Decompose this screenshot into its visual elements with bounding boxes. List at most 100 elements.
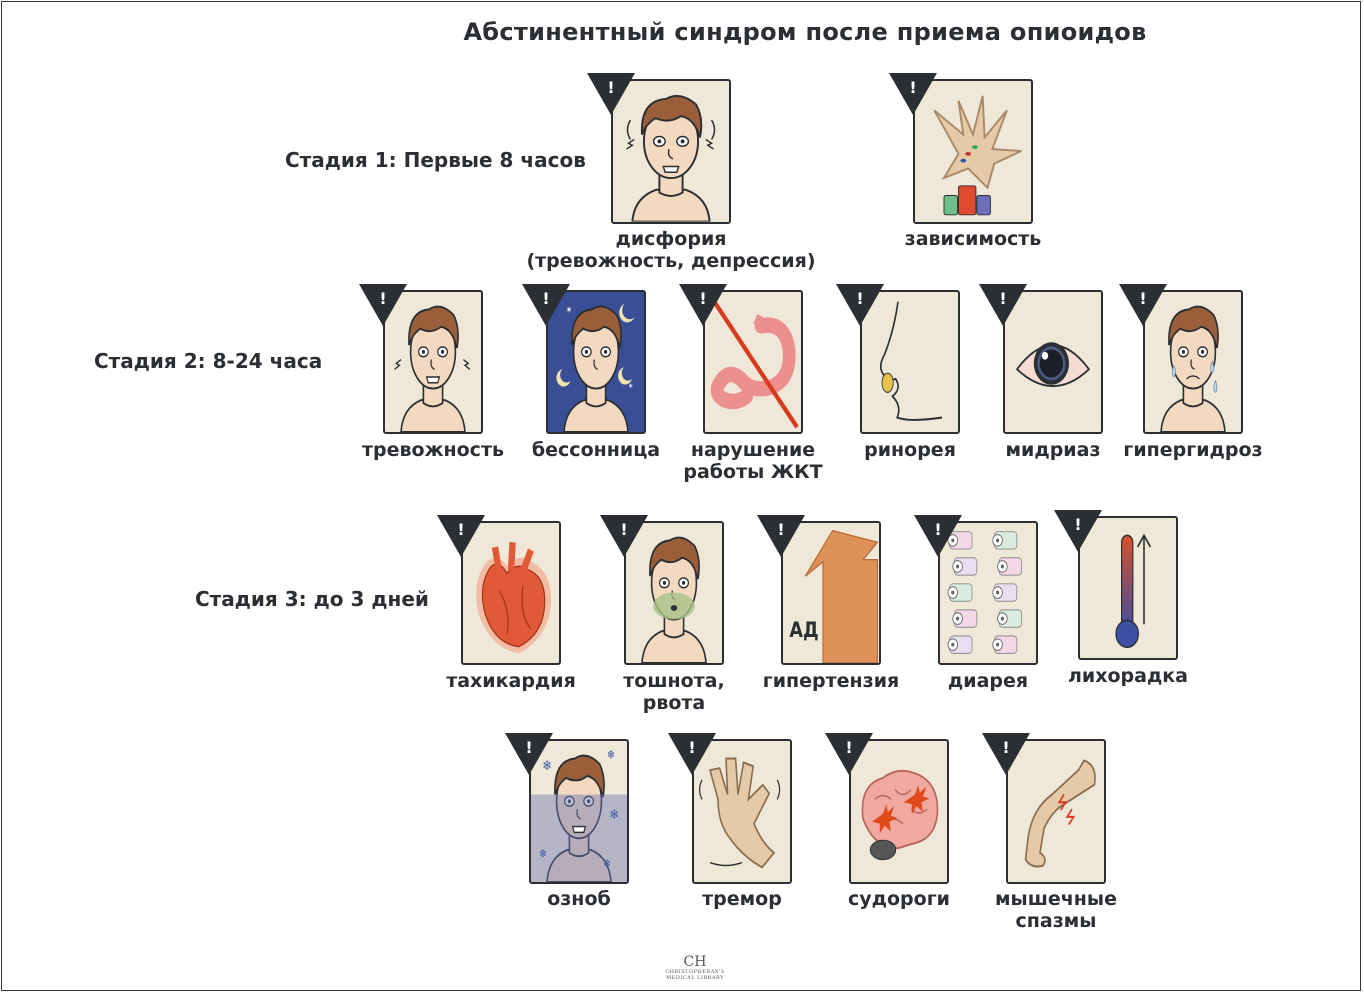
card-fever: ! bbox=[1054, 510, 1178, 660]
warning-icon: ! bbox=[679, 284, 727, 326]
svg-text:!: ! bbox=[1002, 738, 1009, 757]
nauseous-face-icon bbox=[624, 521, 724, 665]
arm-spasm-icon bbox=[1006, 739, 1106, 884]
svg-text:!: ! bbox=[845, 738, 852, 757]
svg-text:!: ! bbox=[607, 78, 614, 97]
toilet-paper-icon bbox=[938, 521, 1038, 665]
warning-icon: ! bbox=[836, 284, 884, 326]
card-tremor: ! bbox=[668, 733, 792, 884]
label-diarrhea: диарея bbox=[947, 670, 1029, 692]
svg-text:❄: ❄ bbox=[539, 847, 547, 861]
card-nausea: ! bbox=[600, 515, 724, 665]
warning-icon: ! bbox=[600, 515, 648, 557]
insomnia-face-icon: ✶✶ bbox=[546, 290, 646, 434]
warning-icon: ! bbox=[979, 284, 1027, 326]
toilet-roll bbox=[947, 635, 973, 654]
svg-text:❄: ❄ bbox=[542, 757, 551, 773]
card-dependence: ! bbox=[889, 73, 1033, 224]
svg-text:❄: ❄ bbox=[609, 806, 618, 822]
anxious-face-icon bbox=[383, 290, 483, 434]
hand-pills-icon bbox=[913, 79, 1033, 224]
crossed-stomach-icon bbox=[703, 290, 803, 434]
dilated-eye-icon bbox=[1003, 290, 1103, 434]
label-tachycardia: тахикардия bbox=[446, 670, 576, 692]
svg-text:✶: ✶ bbox=[628, 381, 633, 391]
heart-icon bbox=[461, 521, 561, 665]
label-line: дисфория bbox=[615, 228, 727, 250]
label-line: рвота bbox=[642, 692, 706, 714]
card-dysphoria: ! bbox=[587, 73, 731, 224]
card-chills: ❄ ❄ ❄ ❄ ❄ ! bbox=[505, 733, 629, 884]
label-line: спазмы bbox=[1015, 910, 1097, 932]
warning-icon: ! bbox=[359, 284, 407, 326]
anxious-face-icon bbox=[611, 79, 731, 224]
warning-icon: ! bbox=[437, 515, 485, 557]
label-rhinorrhea: ринорея bbox=[864, 439, 956, 461]
svg-text:!: ! bbox=[620, 520, 627, 539]
svg-text:!: ! bbox=[542, 289, 549, 308]
label-line: тошнота, bbox=[623, 670, 725, 692]
label-chills: озноб bbox=[547, 888, 611, 910]
svg-text:!: ! bbox=[999, 289, 1006, 308]
logo-line: CHRISTOPHERAX'S bbox=[665, 969, 725, 975]
card-tachycardia: ! bbox=[437, 515, 561, 665]
card-mydriasis: ! bbox=[979, 284, 1103, 434]
label-line: (тревожность, депрессия) bbox=[526, 250, 816, 272]
sweating-face-icon bbox=[1143, 290, 1243, 434]
logo: CH CHRISTOPHERAX'S MEDICAL LIBRARY bbox=[655, 955, 735, 981]
svg-text:❄: ❄ bbox=[603, 856, 611, 870]
svg-text:!: ! bbox=[457, 520, 464, 539]
toilet-roll bbox=[947, 531, 973, 550]
label-anxiety: тревожность bbox=[362, 439, 504, 461]
stage-2-label: Стадия 2: 8-24 часа bbox=[94, 349, 323, 373]
stage-1-label: Стадия 1: Первые 8 часов bbox=[285, 148, 586, 172]
toilet-roll bbox=[992, 635, 1018, 654]
card-hypertension: АД ! bbox=[757, 515, 881, 665]
label-tremor: тремор bbox=[702, 888, 782, 910]
svg-text:!: ! bbox=[699, 289, 706, 308]
svg-text:!: ! bbox=[777, 520, 784, 539]
warning-icon: ! bbox=[1054, 510, 1102, 552]
label-seizures: судороги bbox=[848, 888, 950, 910]
label-line: мышечные bbox=[994, 888, 1117, 910]
label-line: работы ЖКТ bbox=[683, 461, 823, 483]
card-rhinorrhea: ! bbox=[836, 284, 960, 434]
stage-3-label: Стадия 3: до 3 дней bbox=[195, 587, 429, 611]
card-gi-dysfunction: ! bbox=[679, 284, 803, 434]
label-line: нарушение bbox=[690, 439, 816, 461]
svg-text:❄: ❄ bbox=[607, 748, 615, 762]
svg-text:!: ! bbox=[525, 738, 532, 757]
toilet-roll bbox=[997, 609, 1022, 628]
warning-icon: ! bbox=[914, 515, 962, 557]
svg-text:✶: ✶ bbox=[566, 306, 573, 317]
trembling-hand-icon bbox=[692, 739, 792, 884]
page-title: Абстинентный синдром после приема опиоид… bbox=[463, 18, 1147, 46]
svg-text:!: ! bbox=[379, 289, 386, 308]
rising-arrow-icon: АД bbox=[781, 521, 881, 665]
logo-monogram: CH bbox=[683, 954, 707, 970]
label-insomnia: бессонница bbox=[531, 439, 661, 461]
toilet-roll bbox=[992, 531, 1018, 550]
logo-line: MEDICAL LIBRARY bbox=[666, 975, 724, 981]
toilet-roll bbox=[992, 583, 1018, 602]
warning-icon: ! bbox=[505, 733, 553, 775]
warning-icon: ! bbox=[522, 284, 570, 326]
label-hyperhidrosis: гипергидроз bbox=[1123, 439, 1263, 461]
svg-text:!: ! bbox=[909, 78, 916, 97]
label-nausea: тошнота, рвота bbox=[604, 670, 744, 714]
warning-icon: ! bbox=[668, 733, 716, 775]
warning-icon: ! bbox=[587, 73, 635, 115]
label-dysphoria: дисфория (тревожность, депрессия) bbox=[511, 228, 831, 272]
svg-text:!: ! bbox=[688, 738, 695, 757]
card-muscle-spasms: ! bbox=[982, 733, 1106, 884]
card-insomnia: ✶✶ ! bbox=[522, 284, 646, 434]
warning-icon: ! bbox=[1119, 284, 1167, 326]
toilet-roll bbox=[947, 583, 973, 602]
label-gi-dysfunction: нарушение работы ЖКТ bbox=[668, 439, 838, 483]
label-muscle-spasms: мышечные спазмы bbox=[976, 888, 1136, 932]
warning-icon: ! bbox=[757, 515, 805, 557]
svg-text:!: ! bbox=[1139, 289, 1146, 308]
card-diarrhea: ! bbox=[914, 515, 1038, 665]
toilet-roll bbox=[952, 557, 978, 576]
svg-text:!: ! bbox=[1074, 515, 1081, 534]
